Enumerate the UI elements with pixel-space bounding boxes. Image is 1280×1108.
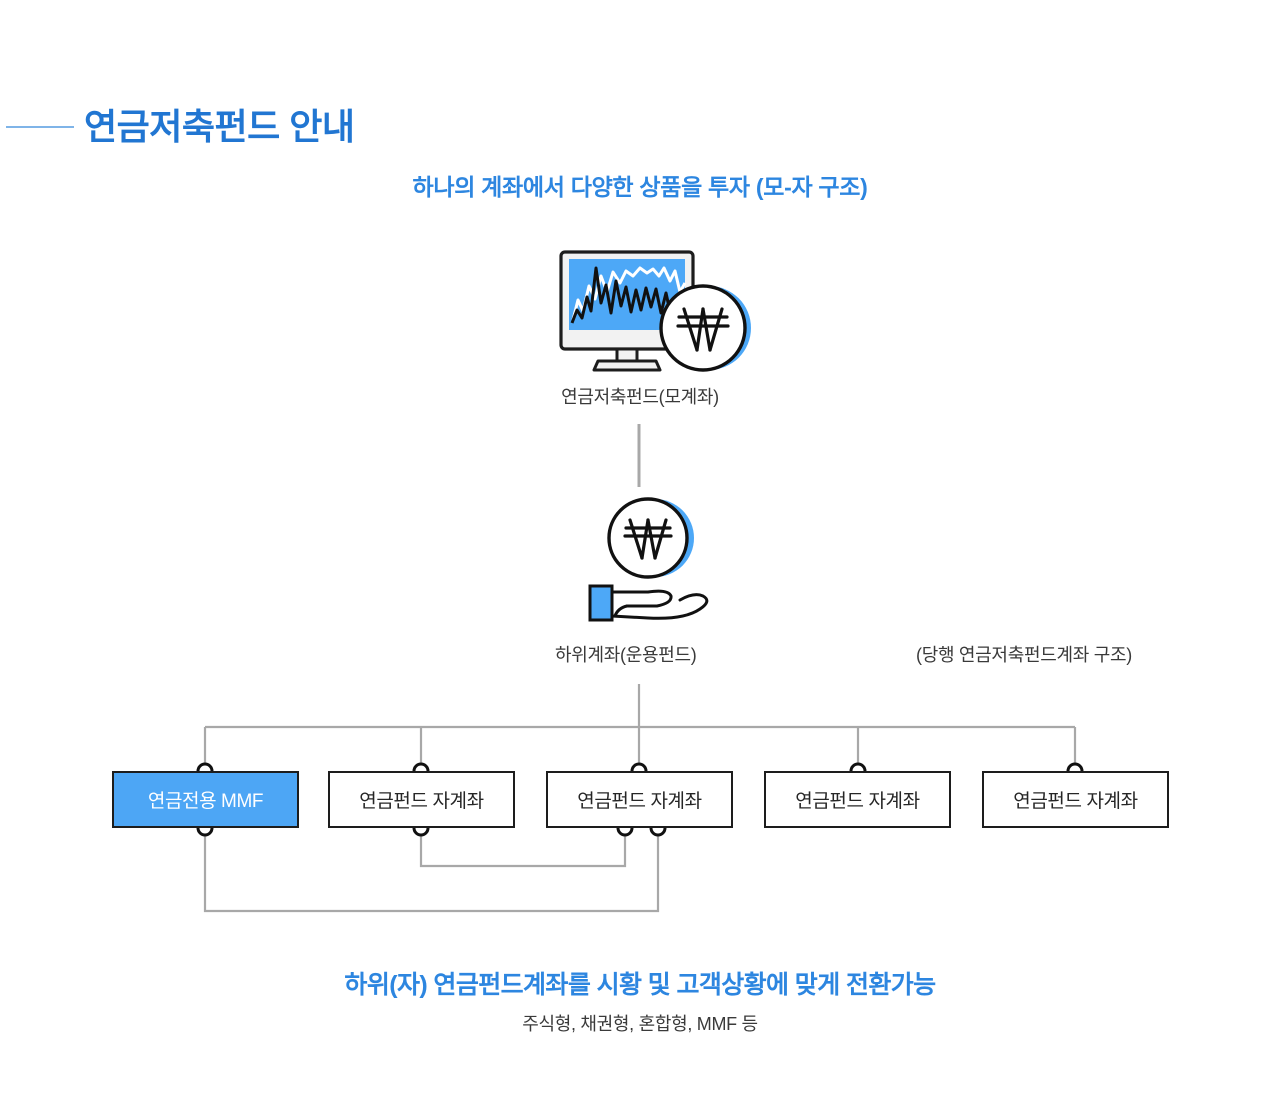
account-box-5[interactable]: 연금펀드 자계좌: [982, 771, 1169, 828]
child-node-label: 하위계좌(운용펀드): [555, 645, 697, 665]
account-box-3[interactable]: 연금펀드 자계좌: [546, 771, 733, 828]
structure-note: (당행 연금저축펀드계좌 구조): [916, 645, 1132, 665]
monitor-chart-won-icon: [559, 250, 751, 372]
account-box-mmf[interactable]: 연금전용 MMF: [112, 771, 299, 828]
account-box-2[interactable]: 연금펀드 자계좌: [328, 771, 515, 828]
title-rule: [6, 126, 74, 128]
account-box-4[interactable]: 연금펀드 자계좌: [764, 771, 951, 828]
footer-headline: 하위(자) 연금펀드계좌를 시황 및 고객상황에 맞게 전환가능: [344, 971, 936, 999]
parent-node-label: 연금저축펀드(모계좌): [561, 387, 719, 407]
connector-loop-long: [203, 828, 660, 913]
page-title: 연금저축펀드 안내: [84, 106, 355, 147]
connector-loop-short: [419, 828, 627, 868]
hand-holding-won-icon: [588, 497, 709, 622]
subtitle: 하나의 계좌에서 다양한 상품을 투자 (모-자 구조): [412, 174, 868, 200]
page-header: 연금저축펀드 안내: [0, 48, 1280, 147]
footer-subline: 주식형, 채권형, 혼합형, MMF 등: [522, 1014, 758, 1034]
